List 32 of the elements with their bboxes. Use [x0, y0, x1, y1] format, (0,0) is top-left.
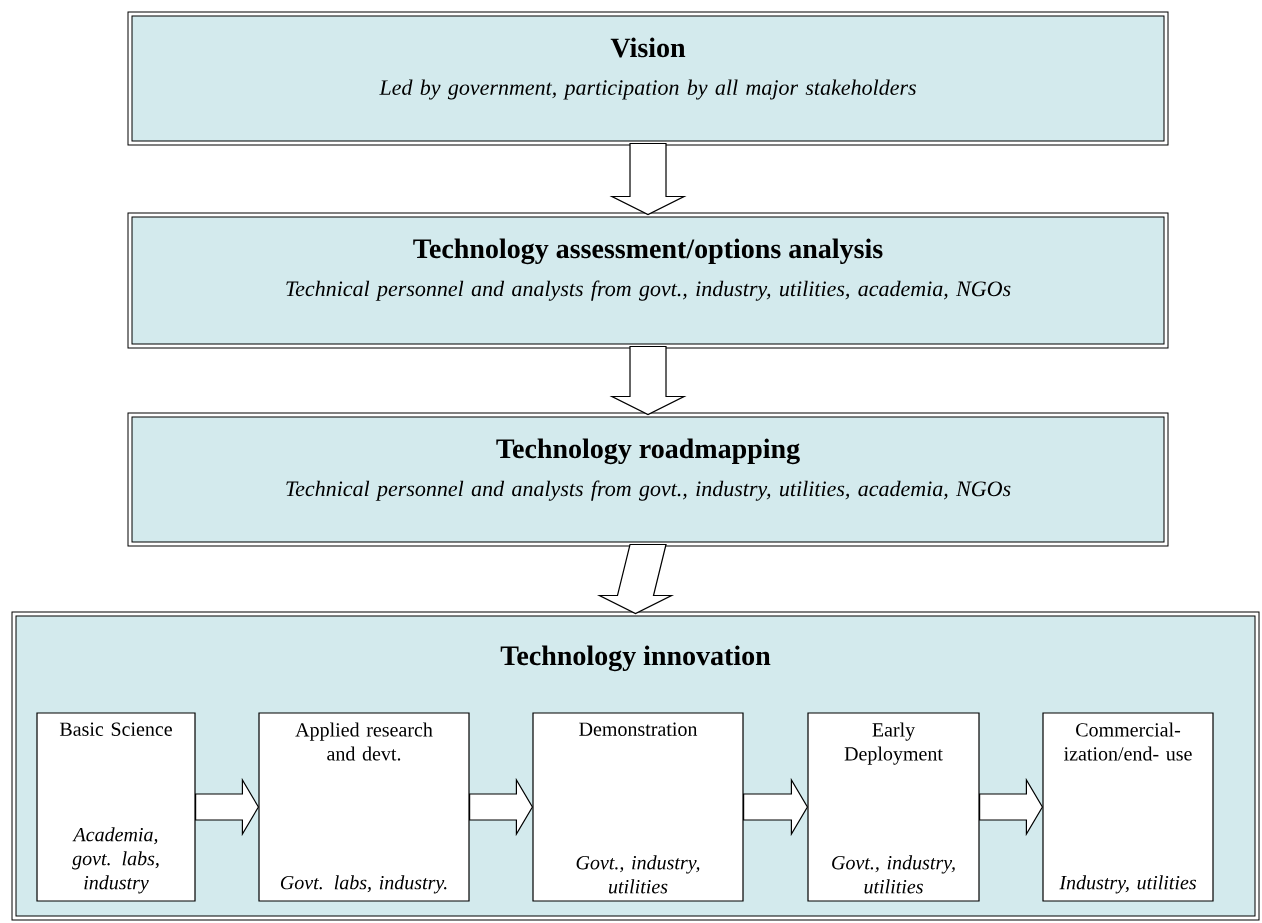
- stage-box: [258, 712, 470, 902]
- block-arrow: [195, 777, 260, 837]
- stage-box: [36, 712, 196, 902]
- stage-panel: [127, 412, 1169, 547]
- block-arrow: [596, 543, 675, 615]
- stage-box: [1042, 712, 1214, 902]
- block-arrow: [469, 777, 534, 837]
- stage-name: Early Deployment: [844, 722, 943, 765]
- stage-actors: Govt., industry, utilities: [576, 855, 700, 894]
- stage-name: Basic Science: [59, 722, 172, 736]
- stage-actors: Academia, govt. labs, industry: [72, 827, 159, 894]
- stage-name: Commercial- ization/end- use: [1064, 722, 1192, 761]
- stage-actors: Industry, utilities: [1059, 875, 1197, 894]
- box-title: Technology roadmapping: [496, 438, 800, 465]
- stage-panel: [127, 11, 1169, 146]
- block-arrow: [609, 142, 687, 216]
- box-subtitle: Led by government, participation by all major stakeholders: [379, 79, 916, 100]
- stage-actors: Govt. labs, industry.: [280, 875, 447, 894]
- box-subtitle: Technical personnel and analysts from govt., industry, utilities, academia, NGOs: [286, 480, 1011, 501]
- box-title: Vision: [610, 37, 686, 58]
- stage-box: [807, 712, 980, 902]
- stage-name: Applied research and devt.: [295, 722, 433, 761]
- box-subtitle: Technical personnel and analysts from govt., industry, utilities, academia, NGOs: [286, 280, 1011, 301]
- stage-panel: [127, 212, 1169, 349]
- block-arrow: [743, 777, 809, 837]
- box-title: Technology assessment/options analysis: [413, 238, 883, 265]
- block-arrow: [609, 345, 687, 416]
- stage-actors: Govt., industry, utilities: [832, 855, 955, 894]
- block-arrow: [979, 777, 1044, 837]
- stage-box: [532, 712, 744, 902]
- stage-name: Demonstration: [579, 722, 698, 736]
- box-title: Technology innovation: [500, 645, 771, 672]
